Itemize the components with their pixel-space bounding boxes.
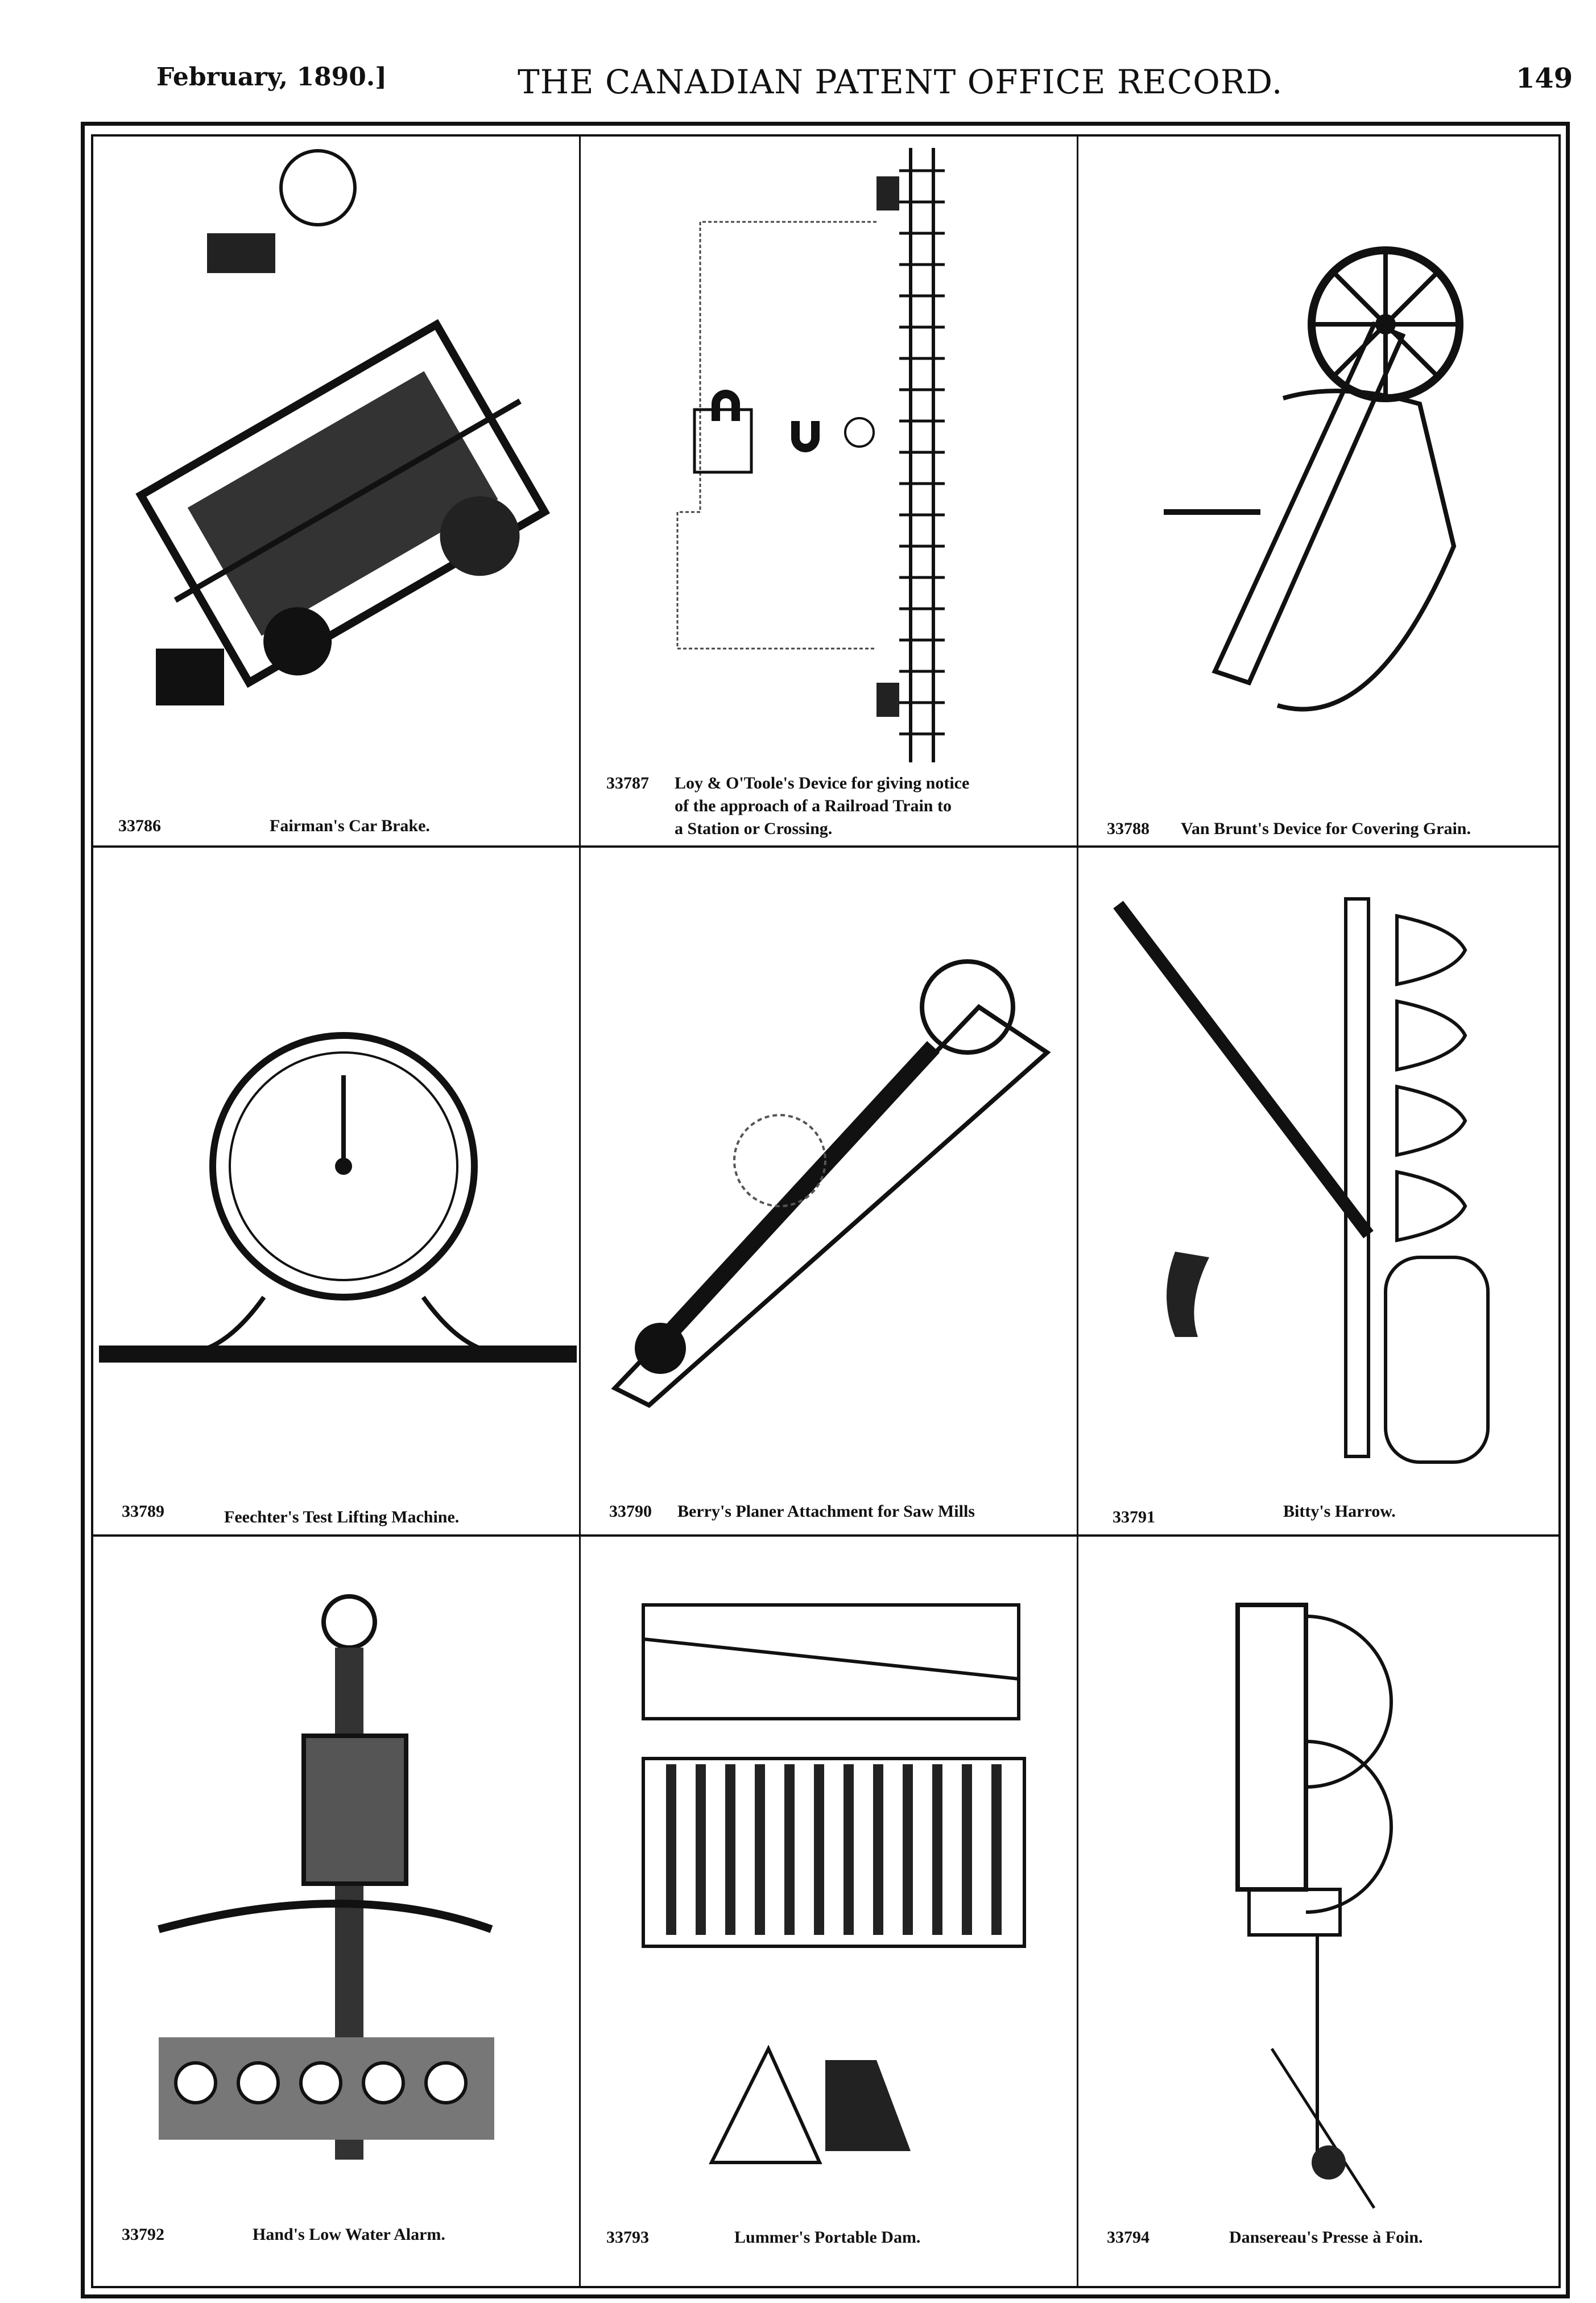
patent-cell-33792: 33792 Hand's Low Water Alarm. [93, 1537, 579, 2288]
patent-number: 33793 [606, 2228, 649, 2247]
patent-number: 33791 [1113, 1508, 1155, 1526]
dam-picket [903, 1764, 913, 1935]
patent-title: Lummer's Portable Dam. [734, 2228, 921, 2247]
grain-covering-drawing [1164, 246, 1463, 712]
dam-picket [725, 1764, 735, 1935]
column-divider [1077, 134, 1078, 2288]
patent-number: 33789 [122, 1502, 164, 1521]
dam-picket [784, 1764, 795, 1935]
harrow-drawing [1113, 897, 1490, 1464]
patent-title: Berry's Planer Attachment for Saw Mills [677, 1502, 975, 1521]
page-number: 149 [1516, 63, 1573, 94]
patent-title-line: a Station or Crossing. [675, 819, 833, 838]
patent-number: 33790 [609, 1502, 652, 1521]
hay-press-drawing [1235, 1603, 1393, 2209]
car-brake-drawing [135, 149, 551, 705]
dam-picket [814, 1764, 824, 1935]
dam-picket [991, 1764, 1002, 1935]
dam-picket [932, 1764, 942, 1935]
dam-picket [696, 1764, 706, 1935]
patent-title: Van Brunt's Device for Covering Grain. [1181, 819, 1471, 838]
patent-number: 33788 [1107, 819, 1150, 838]
patent-title: Fairman's Car Brake. [270, 816, 430, 835]
patent-cell-33790: 33790 Berry's Planer Attachment for Saw … [581, 848, 1077, 1534]
patent-title: Dansereau's Presse à Foin. [1229, 2228, 1423, 2247]
planer-attachment-drawing [611, 959, 1051, 1408]
portable-dam-drawing [642, 1603, 1026, 2164]
patent-title: Hand's Low Water Alarm. [253, 2225, 445, 2244]
patent-cell-33794: 33794 Dansereau's Presse à Foin. [1078, 1537, 1561, 2288]
inner-frame [91, 134, 1561, 2288]
patent-title-line: Loy & O'Toole's Device for giving notice [675, 774, 970, 793]
row-divider [91, 845, 1561, 848]
patent-cell-33789: 33789 Feechter's Test Lifting Machine. [93, 848, 579, 1534]
outer-frame [81, 122, 1570, 2298]
low-water-alarm-drawing [158, 1594, 494, 2160]
railroad-device-drawing [676, 148, 945, 762]
dam-picket [962, 1764, 972, 1935]
patent-cell-33786: 33786 Fairman's Car Brake. [93, 137, 579, 845]
patent-title: Bitty's Harrow. [1283, 1502, 1396, 1521]
patent-number: 33787 [606, 774, 649, 793]
patent-cell-33787: 33787 Loy & O'Toole's Device for giving … [581, 137, 1077, 845]
dam-picket [755, 1764, 765, 1935]
row-divider [91, 1534, 1561, 1537]
patent-number: 33786 [118, 816, 161, 835]
patent-cell-33793: 33793 Lummer's Portable Dam. [581, 1537, 1077, 2288]
header-date: February, 1890.] [156, 63, 387, 92]
patent-cell-33788: 33788 Van Brunt's Device for Covering Gr… [1078, 137, 1561, 845]
patent-number: 33794 [1107, 2228, 1150, 2247]
dam-picket [873, 1764, 883, 1935]
dam-picket [844, 1764, 854, 1935]
patent-title-line: of the approach of a Railroad Train to [675, 796, 952, 815]
page-title: THE CANADIAN PATENT OFFICE RECORD. [518, 63, 1283, 101]
patent-cell-33791: 33791 Bitty's Harrow. [1078, 848, 1561, 1534]
dam-picket [666, 1764, 676, 1935]
column-divider [579, 134, 581, 2288]
patent-title: Feechter's Test Lifting Machine. [224, 1508, 460, 1526]
test-lifting-machine-drawing [99, 1032, 577, 1363]
patent-number: 33792 [122, 2225, 164, 2244]
